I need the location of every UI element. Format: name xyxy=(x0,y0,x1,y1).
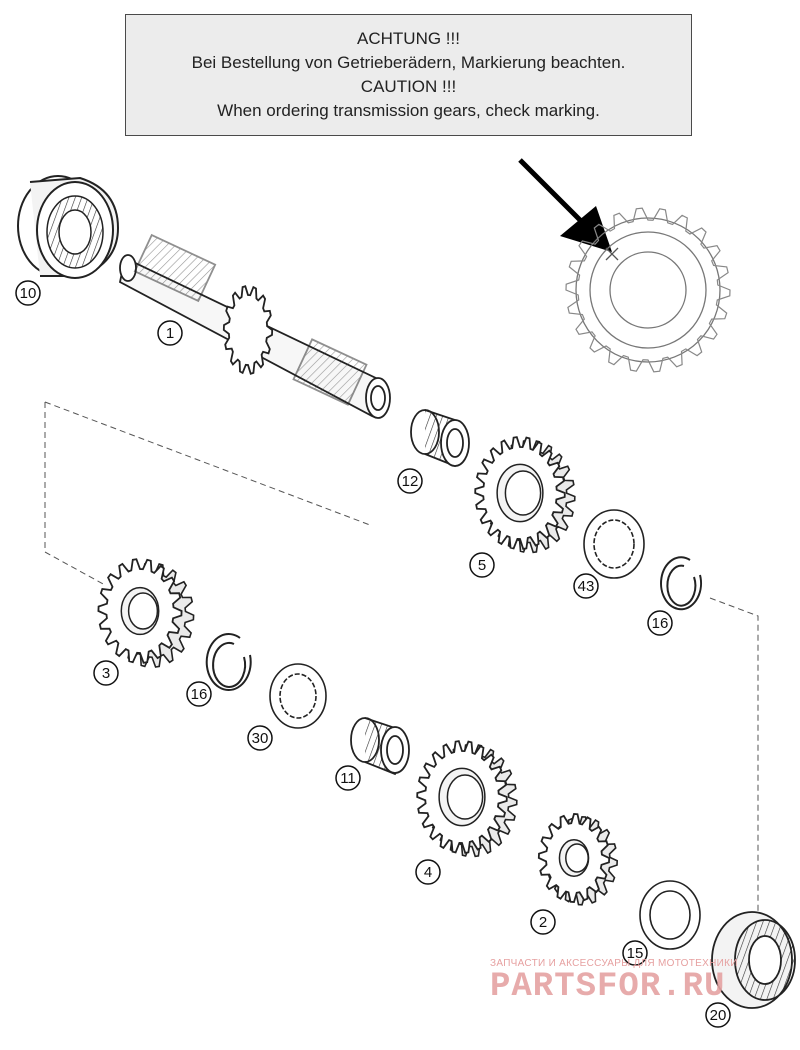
main-shaft-1 xyxy=(118,233,391,419)
callout-16b: 16 xyxy=(186,681,212,707)
svg-text:16: 16 xyxy=(191,686,208,703)
gear-5 xyxy=(474,436,576,554)
caution-notice: ACHTUNG !!! Bei Bestellung von Getrieber… xyxy=(125,14,692,136)
spline-washer-43 xyxy=(583,509,645,579)
notice-line-1: ACHTUNG !!! xyxy=(357,29,460,48)
spline-washer-30 xyxy=(269,663,327,729)
svg-text:11: 11 xyxy=(340,770,356,787)
watermark-tagline: ЗАПЧАСТИ И АКСЕССУАРЫ ДЛЯ МОТОТЕХНИКИ xyxy=(490,958,738,969)
assembly-dashed-line-top xyxy=(44,401,371,526)
callout-5: 5 xyxy=(469,552,495,578)
gear-2 xyxy=(537,813,619,906)
callout-43: 43 xyxy=(573,573,599,599)
svg-text:30: 30 xyxy=(252,730,269,747)
svg-text:1: 1 xyxy=(166,325,174,342)
callout-12: 12 xyxy=(397,468,423,494)
watermark-brand: PARTSFOR.RU xyxy=(490,968,726,1006)
svg-text:2: 2 xyxy=(539,914,547,931)
bearing-10 xyxy=(17,175,120,279)
svg-text:43: 43 xyxy=(578,578,595,595)
svg-text:20: 20 xyxy=(710,1007,727,1024)
circlip-16b xyxy=(205,633,252,691)
thrust-washer-15 xyxy=(639,880,701,950)
callout-15: 15 xyxy=(622,940,648,966)
callout-30: 30 xyxy=(247,725,273,751)
callout-16a: 16 xyxy=(647,610,673,636)
callout-3: 3 xyxy=(93,660,119,686)
notice-line-3: CAUTION !!! xyxy=(360,77,457,96)
callout-1: 1 xyxy=(157,320,183,346)
circlip-16a xyxy=(660,556,703,611)
callout-20: 20 xyxy=(705,1002,731,1028)
assembly-dashed-line xyxy=(44,402,106,586)
needle-bearing-12 xyxy=(410,409,470,468)
svg-text:3: 3 xyxy=(102,665,110,682)
notice-line-4: When ordering transmission gears, check … xyxy=(217,101,600,120)
callout-11: 11 xyxy=(335,765,361,791)
svg-text:4: 4 xyxy=(424,864,432,881)
reference-gear-marking xyxy=(565,207,731,373)
svg-text:5: 5 xyxy=(478,557,486,574)
callout-2: 2 xyxy=(530,909,556,935)
needle-bearing-11 xyxy=(350,717,410,776)
svg-text:16: 16 xyxy=(652,615,669,632)
callout-10: 10 xyxy=(15,280,41,306)
assembly-dashed-line-right xyxy=(709,597,759,918)
svg-text:10: 10 xyxy=(20,285,37,302)
gear-3 xyxy=(97,558,195,668)
gear-4 xyxy=(416,740,518,858)
callout-4: 4 xyxy=(415,859,441,885)
svg-text:12: 12 xyxy=(402,473,419,490)
svg-text:15: 15 xyxy=(627,945,644,962)
bearing-20 xyxy=(711,911,796,1009)
notice-line-2: Bei Bestellung von Getrieberädern, Marki… xyxy=(191,53,626,72)
